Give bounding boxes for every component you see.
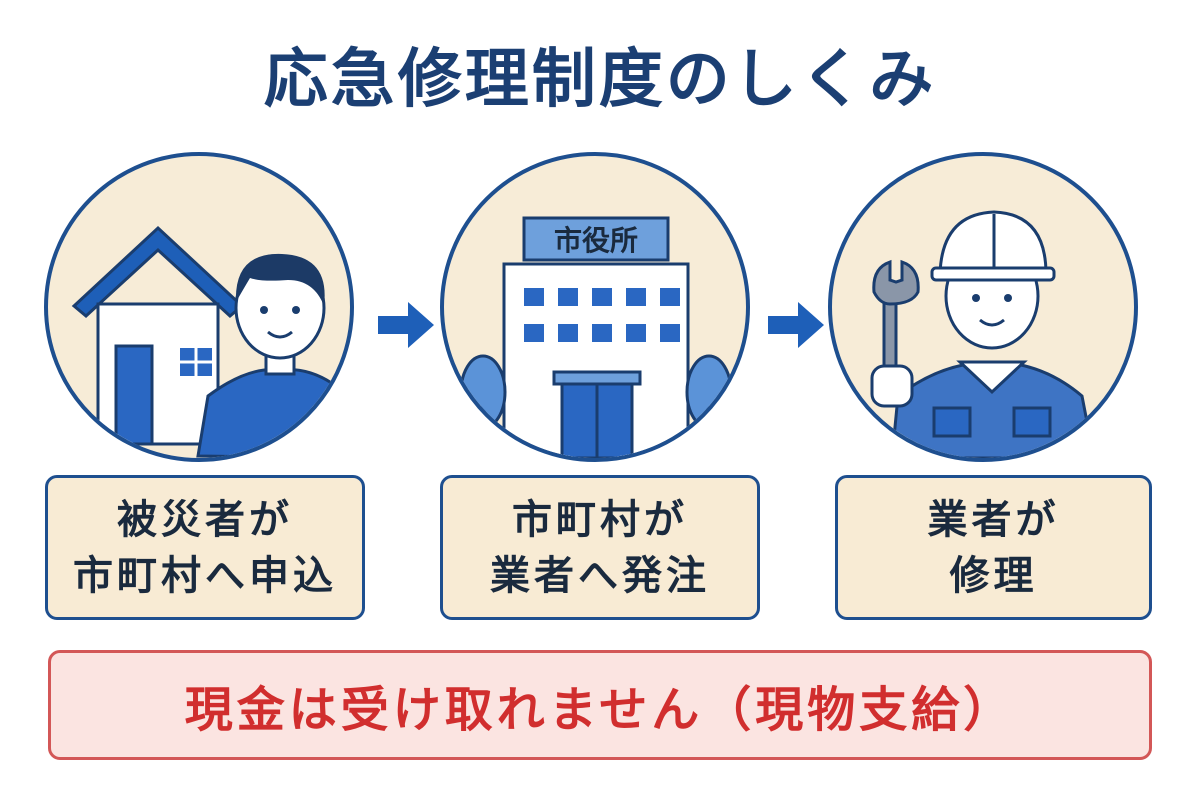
step-2-illustration: 市役所 <box>440 152 750 462</box>
helmet-icon <box>930 210 1056 282</box>
step-2-label-line2: 業者へ発注 <box>490 552 710 599</box>
city-hall-sign: 市役所 <box>554 224 638 257</box>
step-3-label-line2: 修理 <box>949 552 1038 599</box>
wrench-icon <box>870 259 920 408</box>
step-1-label-line1: 被災者が <box>117 496 293 543</box>
step-3-label: 業者が 修理 <box>835 475 1152 620</box>
step-2-label: 市町村が 業者へ発注 <box>440 475 760 620</box>
house-icon <box>71 225 245 446</box>
tree-left-icon <box>459 354 507 446</box>
step-3-illustration <box>828 152 1138 462</box>
page-title: 応急修理制度のしくみ <box>263 43 937 117</box>
step-2-label-line1: 市町村が <box>512 496 688 543</box>
tree-right-icon <box>685 354 733 446</box>
resident-icon <box>196 253 350 458</box>
step-1-label-line2: 市町村へ申込 <box>73 552 337 599</box>
arrow-right-icon <box>378 302 434 348</box>
step-1-illustration <box>44 152 354 462</box>
city-hall-icon: 市役所 <box>502 216 690 458</box>
arrow-right-icon <box>768 302 824 348</box>
step-3-label-line1: 業者が <box>927 496 1060 543</box>
step-1-label: 被災者が 市町村へ申込 <box>45 475 365 620</box>
cash-notice-banner: 現金は受け取れません（現物支給） <box>48 650 1152 760</box>
cash-notice-text: 現金は受け取れません（現物支給） <box>184 682 1016 738</box>
